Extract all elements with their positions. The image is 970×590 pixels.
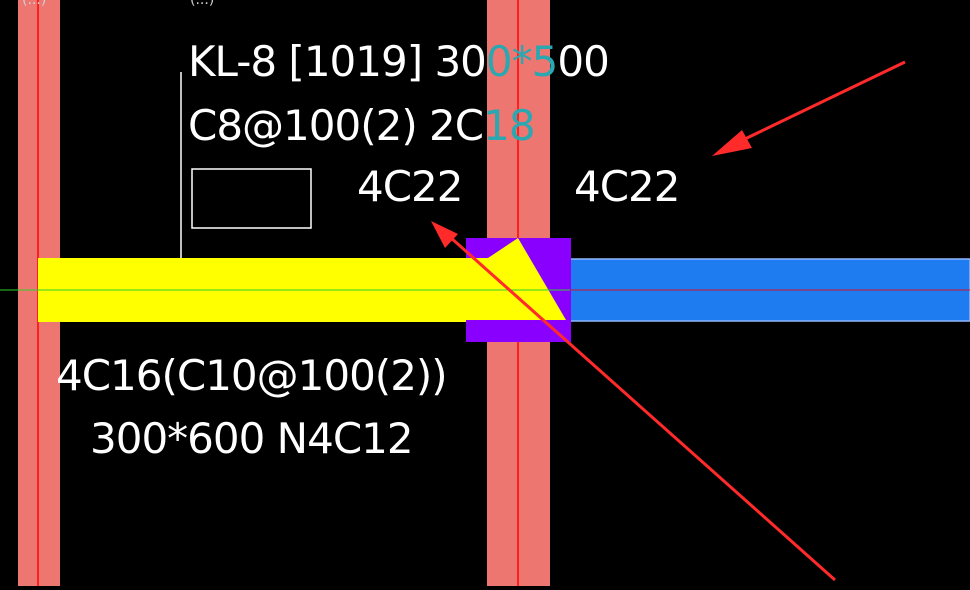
annotation-arrow-center (431, 221, 836, 582)
beam-label-line1[interactable]: KL-8 [1019] 300*500 (188, 41, 610, 83)
beam-label-line1-suffix: 00 (557, 37, 609, 86)
beam-label-line2-teal: 18 (483, 101, 535, 150)
secondary-label-line1[interactable]: 4C16(C10@100(2)) (56, 351, 448, 400)
secondary-label-line2[interactable]: 300*600 N4C12 (90, 414, 414, 463)
label-box (191, 168, 312, 229)
clipped-top-text-left: (...) (22, 0, 47, 8)
beam-label-line2[interactable]: C8@100(2) 2C18 (188, 105, 536, 147)
rebar-label-right[interactable]: 4C22 (574, 162, 680, 211)
annotation-arrow-right (712, 60, 906, 156)
beam-label-line1-teal: 0*5 (485, 37, 558, 86)
clipped-top-text-right: (...) (190, 0, 215, 8)
beam-label-line1-prefix: KL-8 [1019] 30 (188, 37, 487, 86)
rebar-label-left[interactable]: 4C22 (357, 162, 463, 211)
beam-label-line2-prefix: C8@100(2) 2C (188, 101, 484, 150)
